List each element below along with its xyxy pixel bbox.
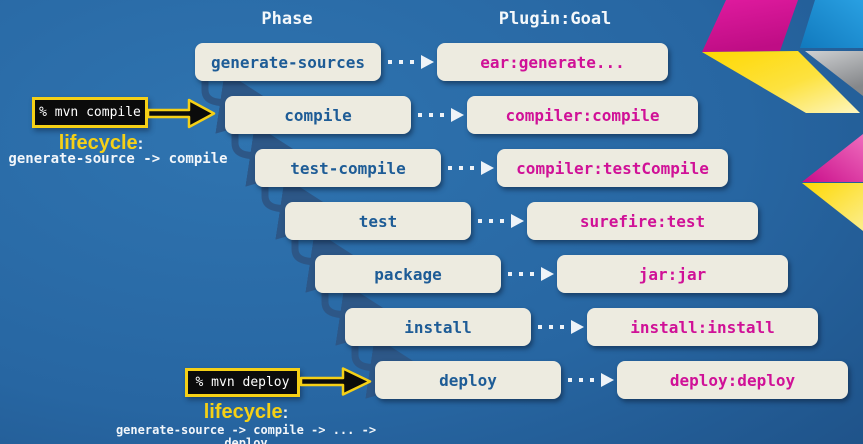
decor-triangle-magenta-icon [802,134,863,182]
decor-triangle-cyan-icon [800,0,863,48]
dotted-arrowhead-icon [541,267,554,281]
dotted-arrowhead-icon [481,161,494,175]
phase-step-arrow [201,71,290,134]
phase-box-install: install [345,308,531,346]
phase-step-arrow [231,124,320,187]
lifecycle-deploy-colon: : [282,403,289,422]
lifecycle-deploy-word: lifecycle [203,401,283,423]
phase-box-compile: compile [225,96,411,134]
mvn-deploy-command-box: % mvn deploy [185,368,300,397]
mvn-compile-command-box: % mvn compile [32,97,148,128]
decor-chevron-yellow-icon [702,51,860,113]
mvn-deploy-command-text: % mvn deploy [195,375,290,390]
phase-box-deploy: deploy [375,361,561,399]
goal-box-ear-generate-: ear:generate... [437,43,668,81]
dotted-arrowhead-icon [571,320,584,334]
decor-triangle-yellow-icon [802,183,863,231]
phase-step-arrow [351,336,440,399]
goal-box-jar-jar: jar:jar [557,255,788,293]
decor-chevron-magenta-icon [702,0,798,52]
mvn-compile-command-text: % mvn compile [39,105,141,120]
decor-triangle-gray-icon [805,51,863,96]
dotted-arrowhead-icon [421,55,434,69]
lifecycle-compile-detail: generate-source -> compile [8,151,228,167]
dotted-arrowhead-icon [451,108,464,122]
phase-box-generate-sources: generate-sources [195,43,381,81]
plugin-goal-column-header: Plugin:Goal [498,9,612,29]
phase-step-arrow [321,283,410,346]
phase-box-test-compile: test-compile [255,149,441,187]
lifecycle-deploy-detail: generate-source -> compile -> ... -> dep… [115,423,377,444]
goal-box-compiler-compile: compiler:compile [467,96,698,134]
phase-box-test: test [285,202,471,240]
lifecycle-compile-word: lifecycle [58,132,138,154]
phase-column-header: Phase [261,9,313,29]
goal-box-compiler-testCompile: compiler:testCompile [497,149,728,187]
lifecycle-deploy-label: lifecycle: [146,402,346,423]
lifecycle-compile-colon: : [137,134,144,153]
dotted-arrowhead-icon [511,214,524,228]
goal-box-install-install: install:install [587,308,818,346]
goal-box-deploy-deploy: deploy:deploy [617,361,848,399]
goal-box-surefire-test: surefire:test [527,202,758,240]
phase-step-arrow [261,177,350,240]
dotted-arrowhead-icon [601,373,614,387]
lifecycle-compile-label: lifecycle: [6,133,196,154]
phase-box-package: package [315,255,501,293]
phase-step-arrow [291,230,380,293]
